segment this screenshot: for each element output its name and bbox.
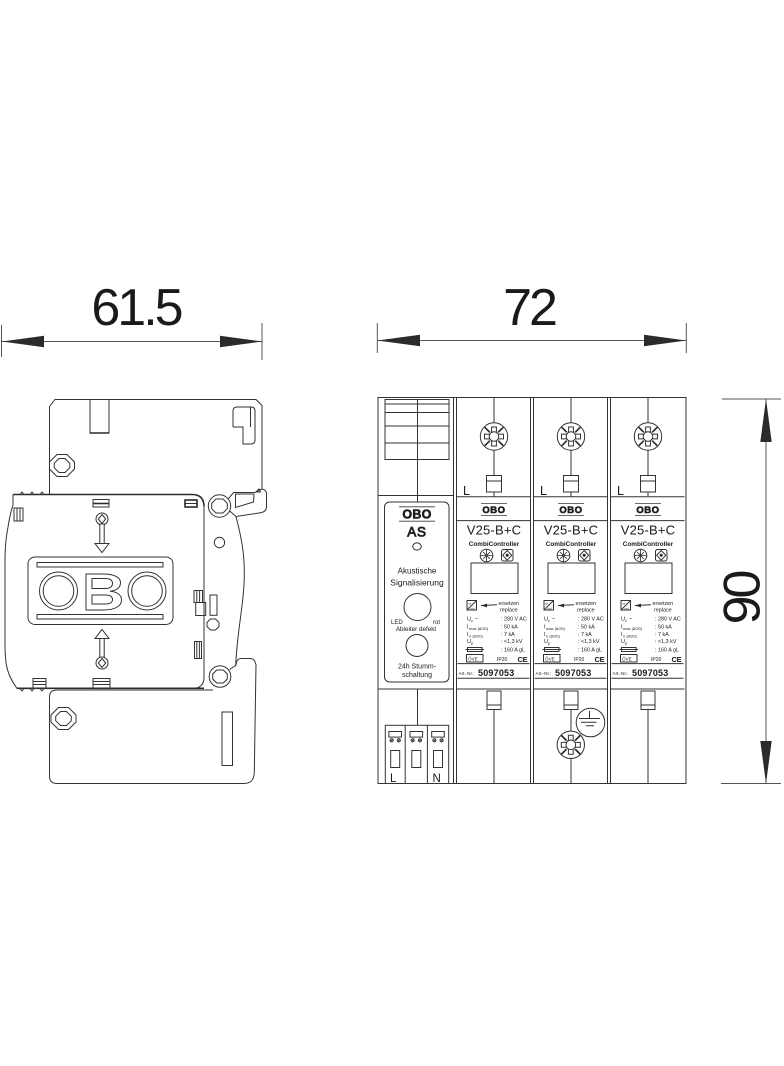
svg-text:OBO: OBO: [402, 508, 431, 522]
svg-text:Ableiter defekt: Ableiter defekt: [396, 626, 437, 633]
svg-text:61.5: 61.5: [91, 279, 181, 337]
svg-text:L: L: [390, 773, 397, 785]
svg-text:Akustische: Akustische: [398, 567, 437, 576]
svg-text:72: 72: [503, 279, 556, 337]
svg-text:AS: AS: [407, 525, 427, 540]
svg-text:Signalisierung: Signalisierung: [390, 578, 444, 588]
svg-text:90: 90: [714, 572, 772, 625]
svg-text:N: N: [433, 773, 441, 785]
svg-text:24h Stumm-: 24h Stumm-: [398, 664, 437, 671]
svg-text:rot: rot: [433, 620, 440, 626]
svg-text:LED: LED: [391, 620, 403, 626]
svg-text:schaltung: schaltung: [402, 672, 432, 679]
